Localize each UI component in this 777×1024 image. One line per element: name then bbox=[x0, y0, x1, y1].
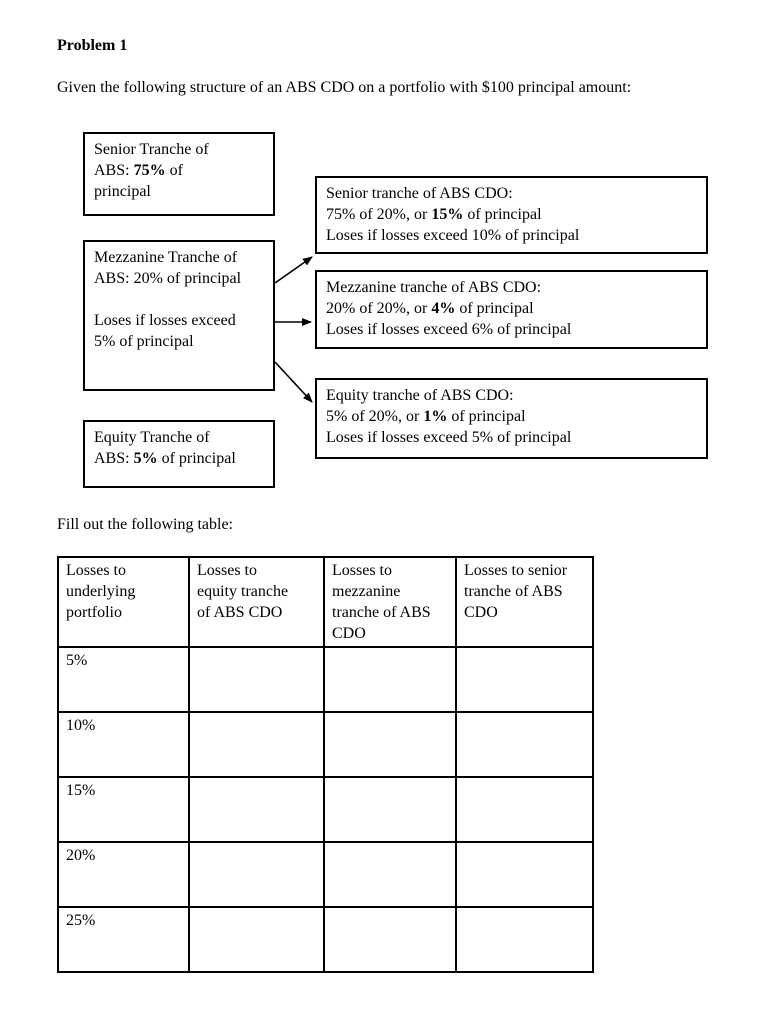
answer-cell-senior-25pct bbox=[455, 906, 594, 973]
equity-cdo-line3: Loses if losses exceed 5% of principal bbox=[326, 429, 572, 446]
equity-abs-line1: Equity Tranche of bbox=[94, 429, 210, 446]
row-label-20pct: 20% bbox=[57, 841, 190, 908]
senior-cdo-tranche-box: Senior tranche of ABS CDO: 75% of 20%, o… bbox=[315, 176, 708, 254]
mezzanine-cdo-line3: Loses if losses exceed 6% of principal bbox=[326, 321, 572, 338]
answer-cell-mezzanine-15pct bbox=[323, 776, 457, 843]
header-losses-mezzanine-cdo: Losses to mezzanine tranche of ABS CDO bbox=[323, 556, 457, 648]
mezzanine-cdo-pct: 4% bbox=[431, 300, 456, 317]
header-losses-equity-cdo: Losses to equity tranche of ABS CDO bbox=[188, 556, 325, 648]
senior-cdo-line1: Senior tranche of ABS CDO: bbox=[326, 185, 513, 202]
answer-cell-equity-20pct bbox=[188, 841, 325, 908]
answer-cell-equity-10pct bbox=[188, 711, 325, 778]
answer-cell-senior-10pct bbox=[455, 711, 594, 778]
header-losses-underlying: Losses to underlying portfolio bbox=[57, 556, 190, 648]
table-row-10pct: 10% bbox=[57, 711, 594, 778]
answer-cell-equity-25pct bbox=[188, 906, 325, 973]
equity-cdo-tranche-box: Equity tranche of ABS CDO: 5% of 20%, or… bbox=[315, 378, 708, 459]
answer-cell-mezzanine-20pct bbox=[323, 841, 457, 908]
answer-cell-equity-15pct bbox=[188, 776, 325, 843]
equity-abs-tranche-box: Equity Tranche of ABS: 5% of principal bbox=[83, 420, 275, 488]
table-row-5pct: 5% bbox=[57, 646, 594, 713]
table-row-25pct: 25% bbox=[57, 906, 594, 973]
table-row-15pct: 15% bbox=[57, 776, 594, 843]
mezzanine-cdo-line1: Mezzanine tranche of ABS CDO: bbox=[326, 279, 542, 296]
answer-cell-equity-5pct bbox=[188, 646, 325, 713]
row-label-15pct: 15% bbox=[57, 776, 190, 843]
losses-table: Losses to underlying portfolio Losses to… bbox=[57, 556, 594, 973]
senior-abs-tranche-box: Senior Tranche of ABS: 75% of principal bbox=[83, 132, 275, 216]
table-row-20pct: 20% bbox=[57, 841, 594, 908]
answer-cell-senior-20pct bbox=[455, 841, 594, 908]
senior-abs-line1: Senior Tranche of bbox=[94, 141, 209, 158]
answer-cell-mezzanine-5pct bbox=[323, 646, 457, 713]
row-label-5pct: 5% bbox=[57, 646, 190, 713]
equity-abs-pct: 5% bbox=[133, 450, 158, 467]
arrow-mezzanine-to-senior-cdo-icon bbox=[274, 256, 313, 284]
arrow-mezzanine-to-equity-cdo-icon bbox=[274, 361, 313, 403]
answer-cell-senior-15pct bbox=[455, 776, 594, 843]
answer-cell-mezzanine-10pct bbox=[323, 711, 457, 778]
problem-title: Problem 1 bbox=[57, 37, 128, 54]
answer-cell-mezzanine-25pct bbox=[323, 906, 457, 973]
senior-cdo-line3: Loses if losses exceed 10% of principal bbox=[326, 227, 580, 244]
mezzanine-abs-tranche-box: Mezzanine Tranche of ABS: 20% of princip… bbox=[83, 240, 275, 391]
equity-cdo-line1: Equity tranche of ABS CDO: bbox=[326, 387, 514, 404]
senior-abs-pct: 75% bbox=[133, 162, 166, 179]
header-losses-senior-cdo: Losses to senior tranche of ABS CDO bbox=[455, 556, 594, 648]
mezzanine-cdo-tranche-box: Mezzanine tranche of ABS CDO: 20% of 20%… bbox=[315, 270, 708, 349]
table-prompt: Fill out the following table: bbox=[57, 516, 233, 533]
equity-cdo-pct: 1% bbox=[423, 408, 448, 425]
row-label-25pct: 25% bbox=[57, 906, 190, 973]
table-header-row: Losses to underlying portfolio Losses to… bbox=[57, 556, 594, 648]
row-label-10pct: 10% bbox=[57, 711, 190, 778]
intro-text: Given the following structure of an ABS … bbox=[57, 79, 632, 96]
answer-cell-senior-5pct bbox=[455, 646, 594, 713]
senior-cdo-pct: 15% bbox=[431, 206, 464, 223]
